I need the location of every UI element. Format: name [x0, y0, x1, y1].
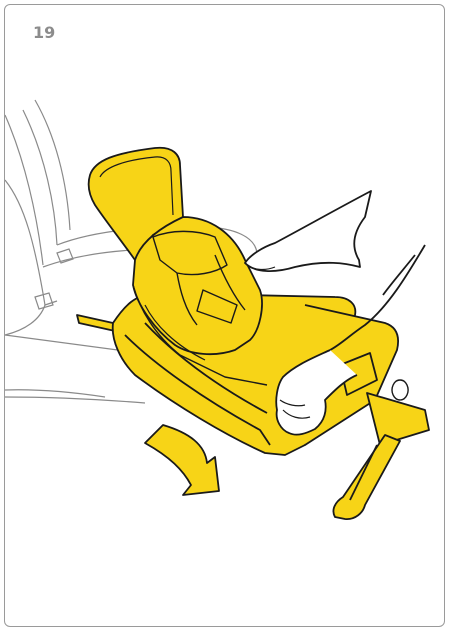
illustration [5, 5, 445, 627]
instruction-panel: 19 [4, 4, 445, 627]
curved-arrow-down-right-icon [145, 425, 219, 495]
car-seat [77, 148, 429, 519]
